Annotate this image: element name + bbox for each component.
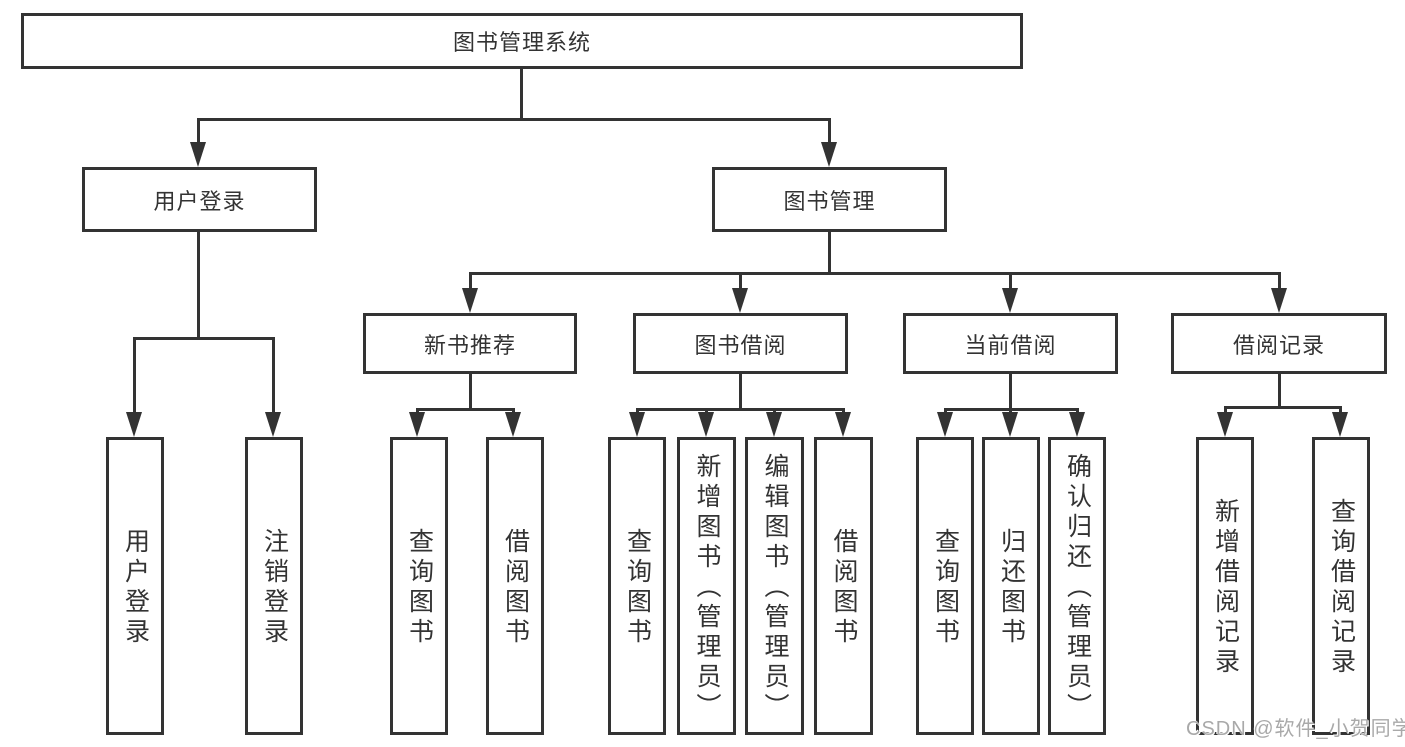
arrowhead-new-books — [462, 288, 478, 313]
leaf-user-login: 用户登录 — [106, 437, 164, 735]
arrowhead-bb-borrow — [835, 412, 851, 437]
connector-current-borrow-stem — [1009, 374, 1012, 411]
arrowhead-cb-query — [937, 412, 953, 437]
node-book-management: 图书管理 — [712, 167, 947, 232]
connector-drop-logout-leaf — [272, 337, 275, 417]
leaf-br-query-record: 查询借阅记录 — [1312, 437, 1370, 735]
leaf-bb-edit-books-admin: 编辑图书（管理员） — [745, 437, 804, 735]
leaf-cb-query-books: 查询图书 — [916, 437, 974, 735]
arrowhead-book-borrow — [732, 288, 748, 313]
connector-root-stem — [520, 69, 523, 121]
leaf-cb-confirm-return-admin: 确认归还（管理员） — [1048, 437, 1106, 735]
arrowhead-bb-edit — [766, 412, 782, 437]
node-new-book-recommend: 新书推荐 — [363, 313, 577, 374]
node-current-borrowing: 当前借阅 — [903, 313, 1118, 374]
leaf-cb-return-books: 归还图书 — [982, 437, 1040, 735]
connector-drop-current-borrow — [1009, 272, 1012, 292]
connector-user-login-hbar — [133, 337, 274, 340]
leaf-bb-borrow-books: 借阅图书 — [814, 437, 873, 735]
connector-borrow-records-stem — [1278, 374, 1281, 409]
connector-book-mgmt-stem — [828, 232, 831, 275]
arrowhead-user-login — [190, 142, 206, 167]
arrowhead-logout-leaf — [265, 412, 281, 437]
connector-new-books-hbar — [416, 408, 515, 411]
connector-new-books-stem — [469, 374, 472, 411]
connector-drop-login-leaf — [133, 337, 136, 417]
arrowhead-nb-borrow — [505, 412, 521, 437]
leaf-logout: 注销登录 — [245, 437, 303, 735]
connector-drop-new-books — [469, 272, 472, 292]
node-book-borrowing: 图书借阅 — [633, 313, 848, 374]
connector-root-hbar — [197, 118, 831, 121]
arrowhead-current-borrow — [1002, 288, 1018, 313]
arrowhead-br-add — [1217, 412, 1233, 437]
node-borrowing-records: 借阅记录 — [1171, 313, 1387, 374]
connector-book-borrow-stem — [739, 374, 742, 411]
connector-borrow-records-hbar — [1224, 406, 1342, 409]
leaf-nb-query-books: 查询图书 — [390, 437, 448, 735]
leaf-bb-query-books: 查询图书 — [608, 437, 666, 735]
leaf-bb-add-books-admin: 新增图书（管理员） — [677, 437, 736, 735]
arrowhead-borrow-records — [1271, 288, 1287, 313]
arrowhead-cb-confirm — [1069, 412, 1085, 437]
arrowhead-bb-query — [629, 412, 645, 437]
connector-user-login-stem — [197, 232, 200, 340]
connector-drop-user-login — [197, 118, 200, 148]
connector-book-mgmt-hbar — [469, 272, 1280, 275]
arrowhead-nb-query — [409, 412, 425, 437]
connector-book-borrow-hbar — [636, 408, 844, 411]
node-user-login: 用户登录 — [82, 167, 317, 232]
csdn-watermark: CSDN @软件_小贺同学 — [1186, 718, 1405, 740]
arrowhead-bb-add — [698, 412, 714, 437]
arrowhead-br-query — [1332, 412, 1348, 437]
leaf-nb-borrow-books: 借阅图书 — [486, 437, 544, 735]
connector-drop-book-borrow — [739, 272, 742, 292]
connector-drop-book-mgmt — [828, 118, 831, 148]
arrowhead-login-leaf — [126, 412, 142, 437]
arrowhead-book-mgmt — [821, 142, 837, 167]
connector-drop-borrow-records — [1278, 272, 1281, 292]
leaf-br-add-record: 新增借阅记录 — [1196, 437, 1254, 735]
node-root-library-system: 图书管理系统 — [21, 13, 1023, 69]
arrowhead-cb-return — [1002, 412, 1018, 437]
